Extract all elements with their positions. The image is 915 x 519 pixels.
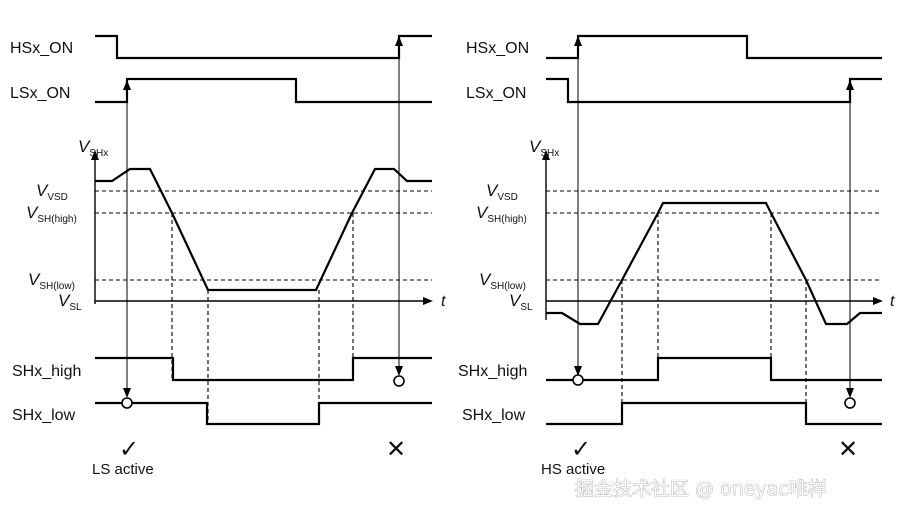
watermark-text: 掘金技术社区 @ oneyac唯样	[575, 478, 827, 500]
left-sample-circle-hs	[393, 375, 405, 387]
left-vsh-high-label: VSH(high)	[26, 203, 77, 225]
left-cross-mark-icon: ✕	[386, 436, 406, 463]
right-v-axis-label: VSHx	[529, 137, 559, 159]
left-t-axis-label: t	[441, 293, 446, 310]
right-ls-on-waveform	[546, 77, 882, 104]
right-vsd-label: VVSD	[486, 181, 518, 203]
left-ls-on-label: LSx_ON	[10, 85, 70, 102]
right-vsl-label: VSL	[509, 291, 533, 313]
left-t-axis	[95, 297, 433, 305]
right-vsh-low-label: VSH(low)	[479, 270, 526, 292]
left-sample-arrow-hs	[393, 36, 405, 387]
right-sample-circle-ls	[844, 397, 856, 409]
left-vshx-waveform	[95, 167, 432, 292]
right-sample-arrow-hs	[572, 36, 584, 386]
right-sh-low-label: SHx_low	[462, 407, 526, 424]
right-active-label: HS active	[541, 461, 605, 478]
right-hs-on-waveform	[546, 34, 882, 60]
left-v-axis-label: VSHx	[78, 137, 108, 159]
left-ls-on-waveform	[95, 77, 432, 104]
left-vsl-label: VSL	[58, 291, 82, 313]
right-t-axis	[546, 297, 883, 305]
left-sample-arrow-ls	[121, 80, 133, 409]
left-v-axis	[91, 150, 99, 304]
left-check-mark-icon: ✓	[119, 436, 139, 463]
left-vsh-low-label: VSH(low)	[28, 270, 75, 292]
left-sh-high-label: SHx_high	[12, 363, 81, 380]
left-vsd-label: VVSD	[36, 181, 68, 203]
left-sh-low-waveform	[95, 401, 432, 426]
right-ls-on-label: LSx_ON	[466, 85, 526, 102]
right-t-axis-label: t	[890, 293, 895, 310]
right-sample-arrow-ls	[844, 80, 856, 409]
right-hs-on-label: HSx_ON	[466, 40, 529, 57]
left-sh-low-label: SHx_low	[12, 407, 76, 424]
left-active-label: LS active	[92, 461, 154, 478]
right-timing-diagram: HSx_ON LSx_ON SHx_high SHx_low VSHx t VV…	[458, 34, 895, 478]
right-cross-mark-icon: ✕	[838, 436, 858, 463]
left-hs-on-waveform	[95, 34, 432, 60]
left-timing-diagram: HSx_ON LSx_ON SHx_high SHx_low VSHx t VV…	[10, 34, 446, 478]
left-sample-circle-ls	[121, 397, 133, 409]
left-sh-high-waveform	[95, 356, 432, 382]
left-hs-on-label: HSx_ON	[10, 40, 73, 57]
right-vsh-high-label: VSH(high)	[476, 203, 527, 225]
right-sample-circle-hs	[572, 374, 584, 386]
right-sh-high-waveform	[546, 356, 882, 382]
right-v-axis	[542, 150, 550, 320]
right-vshx-waveform	[546, 201, 882, 326]
right-check-mark-icon: ✓	[571, 436, 591, 463]
right-sh-low-waveform	[546, 401, 882, 426]
right-sh-high-label: SHx_high	[458, 363, 527, 380]
